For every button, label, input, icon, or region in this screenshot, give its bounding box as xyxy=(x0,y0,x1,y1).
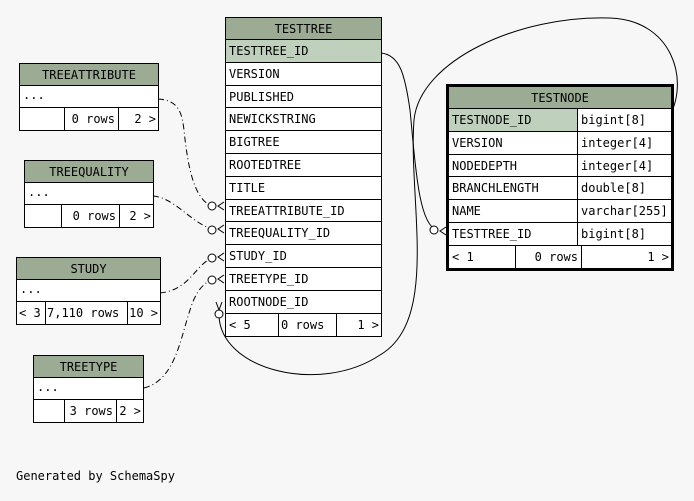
column-row[interactable]: NEWICKSTRING xyxy=(226,108,381,132)
table-header: TESTNODE xyxy=(449,87,671,109)
column-row[interactable]: TITLE xyxy=(226,177,381,200)
column-name: TESTNODE_ID xyxy=(449,109,578,131)
generated-by-label: Generated by SchemaSpy xyxy=(16,469,175,483)
table-header: TESTTREE xyxy=(226,18,381,40)
table-footer: 0 rows 2 > xyxy=(25,205,153,227)
table-footer: < 5 0 rows 1 > xyxy=(226,313,381,336)
footer-rows: 3 rows xyxy=(64,400,116,422)
footer-rows: 0 rows xyxy=(64,108,118,130)
table-header: STUDY xyxy=(17,258,160,280)
rel-treequality xyxy=(152,195,213,230)
footer-rows: 7,110 rows xyxy=(45,302,127,324)
rel-treetype xyxy=(143,279,213,389)
table-study[interactable]: STUDY ... < 3 7,110 rows 10 > xyxy=(16,257,161,325)
footer-left: < 3 xyxy=(19,306,41,320)
footer-left: < 1 xyxy=(452,249,474,264)
placeholder-row: ... xyxy=(25,183,153,205)
table-treeattribute[interactable]: TREEATTRIBUTE ... 0 rows 2 > xyxy=(19,63,159,131)
footer-right: 10 > xyxy=(127,302,160,324)
footer-rows: 0 rows xyxy=(515,245,581,268)
table-header: TREETYPE xyxy=(34,356,143,378)
table-footer: 3 rows 2 > xyxy=(34,400,143,422)
column-type: bigint[8] xyxy=(581,226,647,241)
table-footer: < 3 7,110 rows 10 > xyxy=(17,302,160,324)
column-name: NODEDEPTH xyxy=(449,154,578,177)
footer-rows: 0 rows xyxy=(278,313,336,336)
column-type: double[8] xyxy=(581,181,647,196)
footer-right: 2 > xyxy=(118,108,158,130)
column-row[interactable]: STUDY_ID xyxy=(226,245,381,268)
footer-rows: 0 rows xyxy=(61,205,119,227)
column-type: bigint[8] xyxy=(581,113,647,127)
placeholder-row: ... xyxy=(20,86,158,108)
table-header: TREEATTRIBUTE xyxy=(20,64,158,86)
column-row[interactable]: TESTTREE_ID xyxy=(226,40,381,63)
rel-treeattribute xyxy=(157,98,213,207)
column-row[interactable]: VERSION xyxy=(226,63,381,86)
table-header: TREEQUALITY xyxy=(25,161,153,183)
column-row[interactable]: TREEATTRIBUTE_ID xyxy=(226,200,381,223)
column-row[interactable]: BIGTREE xyxy=(226,131,381,154)
column-name: NAME xyxy=(449,200,578,222)
footer-left xyxy=(20,108,64,130)
placeholder-row: ... xyxy=(34,378,143,400)
column-name: VERSION xyxy=(449,131,578,154)
column-row[interactable]: TREEQUALITY_ID xyxy=(226,222,381,246)
column-row[interactable]: PUBLISHED xyxy=(226,86,381,109)
footer-right: 2 > xyxy=(119,205,153,227)
column-type: integer[4] xyxy=(581,158,654,173)
rel-study xyxy=(159,257,213,294)
column-name: TESTTREE_ID xyxy=(449,222,578,245)
column-type: integer[4] xyxy=(581,135,654,150)
placeholder-row: ... xyxy=(17,280,160,302)
column-type: varchar[255] xyxy=(581,204,668,219)
footer-right: 1 > xyxy=(581,245,671,268)
table-treequality[interactable]: TREEQUALITY ... 0 rows 2 > xyxy=(24,160,154,228)
footer-left: < 5 xyxy=(229,317,251,332)
column-row[interactable]: ROOTEDTREE xyxy=(226,154,381,177)
column-row[interactable]: TREETYPE_ID xyxy=(226,268,381,291)
column-row[interactable]: ROOTNODE_ID xyxy=(226,291,381,314)
table-footer: 0 rows 2 > xyxy=(20,108,158,130)
footer-right: 2 > xyxy=(116,400,143,422)
table-footer: < 1 0 rows 1 > xyxy=(449,245,671,268)
table-treetype[interactable]: TREETYPE ... 3 rows 2 > xyxy=(33,355,144,423)
rel-testnode-testtree xyxy=(380,52,438,231)
column-name: BRANCHLENGTH xyxy=(449,177,578,200)
footer-left xyxy=(34,400,64,422)
footer-right: 1 > xyxy=(336,313,381,336)
footer-left xyxy=(25,205,61,227)
rel-rootnode xyxy=(218,17,678,376)
